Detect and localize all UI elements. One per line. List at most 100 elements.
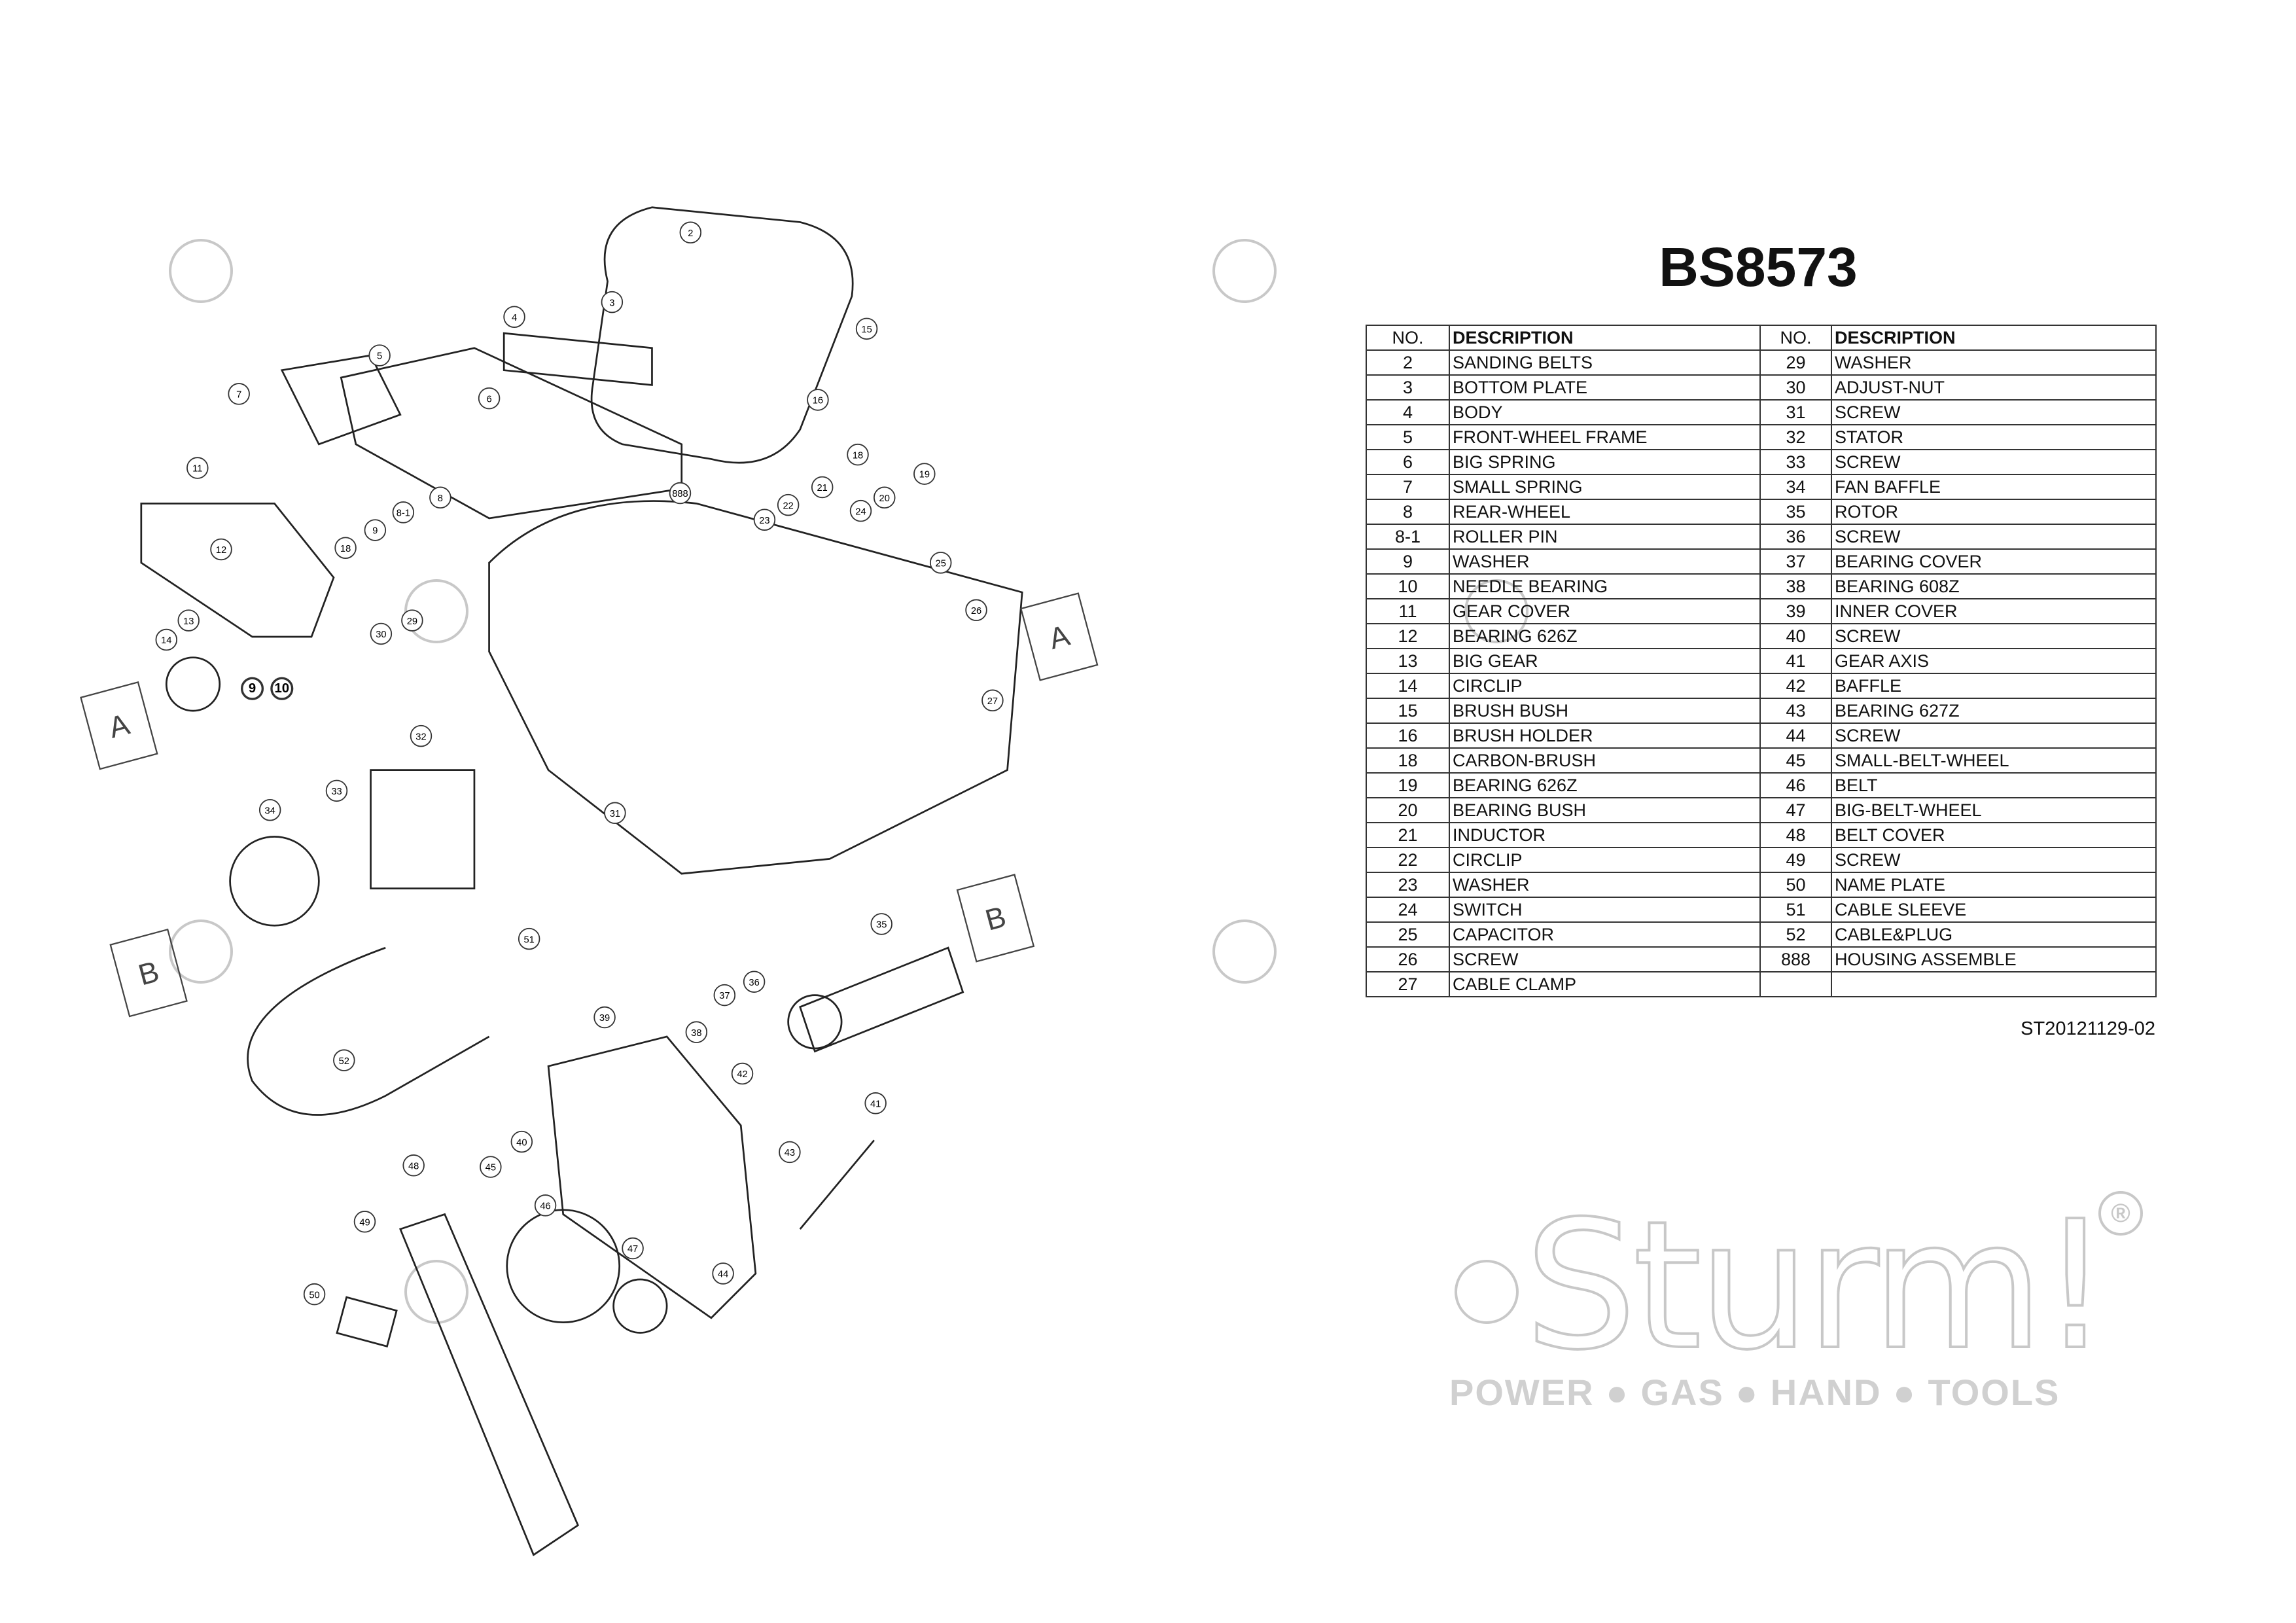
part-description: ROLLER PIN: [1449, 524, 1761, 550]
callout-circle: [333, 1049, 355, 1071]
part-description: FAN BAFFLE: [1831, 474, 2157, 500]
callout: 39: [593, 1006, 616, 1029]
table-header-row: NO. DESCRIPTION NO. DESCRIPTION: [1366, 325, 2157, 351]
callout: 27: [981, 689, 1004, 712]
callout-circle: [669, 482, 692, 505]
callout-circle: [731, 1062, 754, 1085]
callout: 49: [353, 1211, 376, 1233]
callout-number: 8-1: [397, 508, 410, 519]
fan-baffle: [229, 836, 320, 927]
part-description: SCREW: [1831, 623, 2157, 649]
part-number: [1759, 971, 1832, 997]
callout-number: 48: [408, 1161, 419, 1171]
callout-circle: [480, 1156, 502, 1178]
part-number: 31: [1759, 399, 1832, 425]
part-number: 2: [1366, 349, 1450, 376]
callout: 34: [258, 798, 281, 821]
callout-number: 2: [688, 228, 693, 239]
callout-circle: [712, 1262, 734, 1285]
callout: 18: [334, 537, 357, 559]
callout-number: 13: [183, 616, 194, 627]
callout-circle: [753, 508, 776, 531]
gear-axis: [799, 1139, 875, 1230]
callout: 5: [368, 344, 391, 366]
part-number: 22: [1366, 847, 1450, 873]
big-belt-wheel: [612, 1278, 668, 1334]
callout: 52: [333, 1049, 355, 1071]
callout-circle: [679, 221, 702, 244]
part-number: 15: [1366, 698, 1450, 724]
callout: 48: [402, 1154, 425, 1177]
part-number: 29: [1759, 349, 1832, 376]
part-number: 16: [1366, 722, 1450, 749]
callout: 19: [913, 463, 936, 485]
part-number: 36: [1759, 524, 1832, 550]
callout-circle: [807, 389, 829, 411]
callout: 40: [510, 1130, 533, 1153]
part-description: [1831, 971, 2157, 997]
part-description: SCREW: [1449, 946, 1761, 972]
part-description: WASHER: [1449, 872, 1761, 898]
callout-circle: [965, 599, 987, 622]
callout-circle: [228, 383, 250, 405]
callout: 46: [534, 1194, 557, 1217]
part-number: 24: [1366, 897, 1450, 923]
callout-circle: [518, 927, 540, 950]
part-description: REAR-WHEEL: [1449, 499, 1761, 525]
callout-circle: [503, 306, 525, 328]
callout: 23: [753, 508, 776, 531]
callout-number: 18: [340, 544, 351, 554]
part-number: 32: [1759, 424, 1832, 450]
callout: 38: [685, 1021, 708, 1043]
part-number: 43: [1759, 698, 1832, 724]
part-description: CAPACITOR: [1449, 921, 1761, 948]
callout-circle: [604, 802, 626, 825]
callout-circle: [368, 344, 391, 366]
callout-circle: [258, 798, 281, 821]
part-description: SCREW: [1831, 524, 2157, 550]
callout-circle: [370, 622, 393, 645]
callout-circle: [177, 609, 200, 632]
callout: 30: [370, 622, 393, 645]
callout-number: 22: [783, 501, 793, 511]
rotor-shape: [799, 946, 964, 1053]
callout-number: 7: [236, 390, 241, 401]
callout: 31: [604, 802, 626, 825]
callout-circle: [478, 387, 501, 410]
part-number: 26: [1366, 946, 1450, 972]
callout: 21: [811, 476, 834, 499]
part-number: 8-1: [1366, 524, 1450, 550]
callout-number: 51: [523, 935, 534, 945]
callout-number: 20: [879, 493, 890, 504]
model-title: BS8573: [1659, 236, 1858, 298]
part-number: 33: [1759, 449, 1832, 475]
callout-circle: [847, 443, 869, 466]
callout: 43: [779, 1141, 801, 1164]
callout-number: 49: [359, 1217, 370, 1228]
part-number: 13: [1366, 648, 1450, 674]
callout-circle: [364, 519, 387, 541]
callout-number: 9: [372, 526, 378, 537]
part-number: 38: [1759, 573, 1832, 599]
stator-shape: [370, 769, 476, 890]
callout-number: 11: [192, 464, 202, 474]
callout-number: 25: [936, 559, 946, 569]
callout-circle: [601, 291, 624, 313]
callout-circle: [981, 689, 1004, 712]
section-letter: B: [981, 900, 1009, 937]
callout: 15: [855, 317, 878, 340]
section-mark-box: [956, 874, 1035, 963]
sanding-belt-shape: [590, 206, 854, 464]
callout: 4: [503, 306, 525, 328]
